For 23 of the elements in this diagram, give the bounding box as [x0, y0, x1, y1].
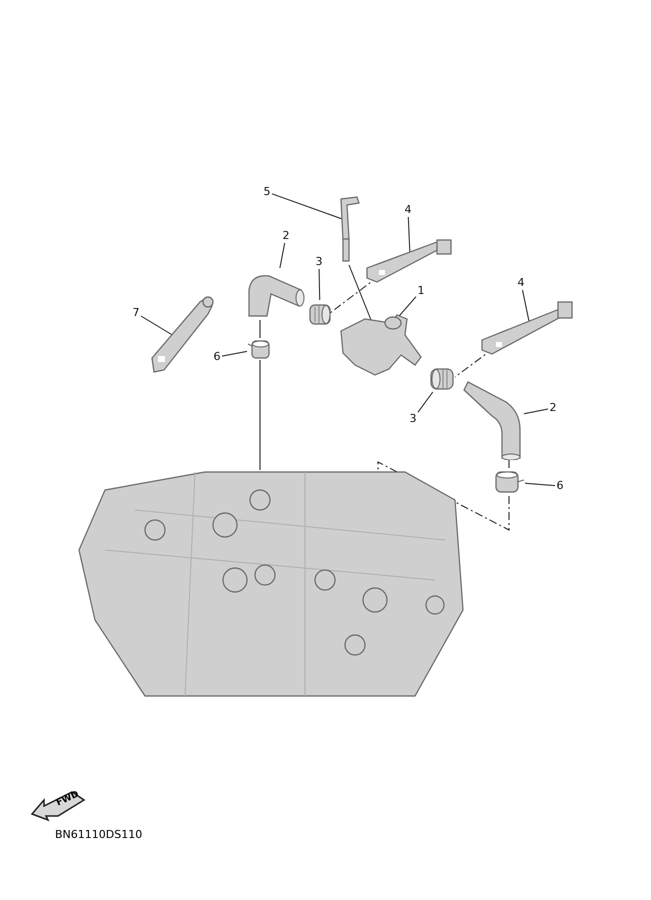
assembly-line: [508, 460, 510, 468]
leader-line: [524, 408, 548, 414]
callout-number: 3: [314, 255, 324, 269]
leader-line: [524, 482, 556, 486]
callout-number: 5: [262, 185, 272, 199]
callout-number: 2: [281, 229, 291, 243]
callout-number: 7: [131, 306, 141, 320]
leader-line: [279, 242, 286, 268]
callout-number: 1: [416, 284, 426, 298]
callout-number: 6: [555, 479, 565, 493]
callout-number: 2: [548, 401, 558, 415]
leader-line: [418, 392, 434, 413]
direction-label: FWD: [55, 790, 81, 808]
callout-number: 6: [212, 350, 222, 364]
leader-line: [318, 268, 320, 300]
callout-number: 4: [403, 203, 413, 217]
leader-line: [222, 350, 248, 357]
diagram-code: BN61110DS110: [55, 828, 142, 841]
callout-number: 3: [408, 412, 418, 426]
assembly-line: [378, 461, 510, 531]
leader-line: [140, 316, 174, 336]
plate-drawing: [480, 300, 575, 356]
callout-number: 4: [516, 276, 526, 290]
